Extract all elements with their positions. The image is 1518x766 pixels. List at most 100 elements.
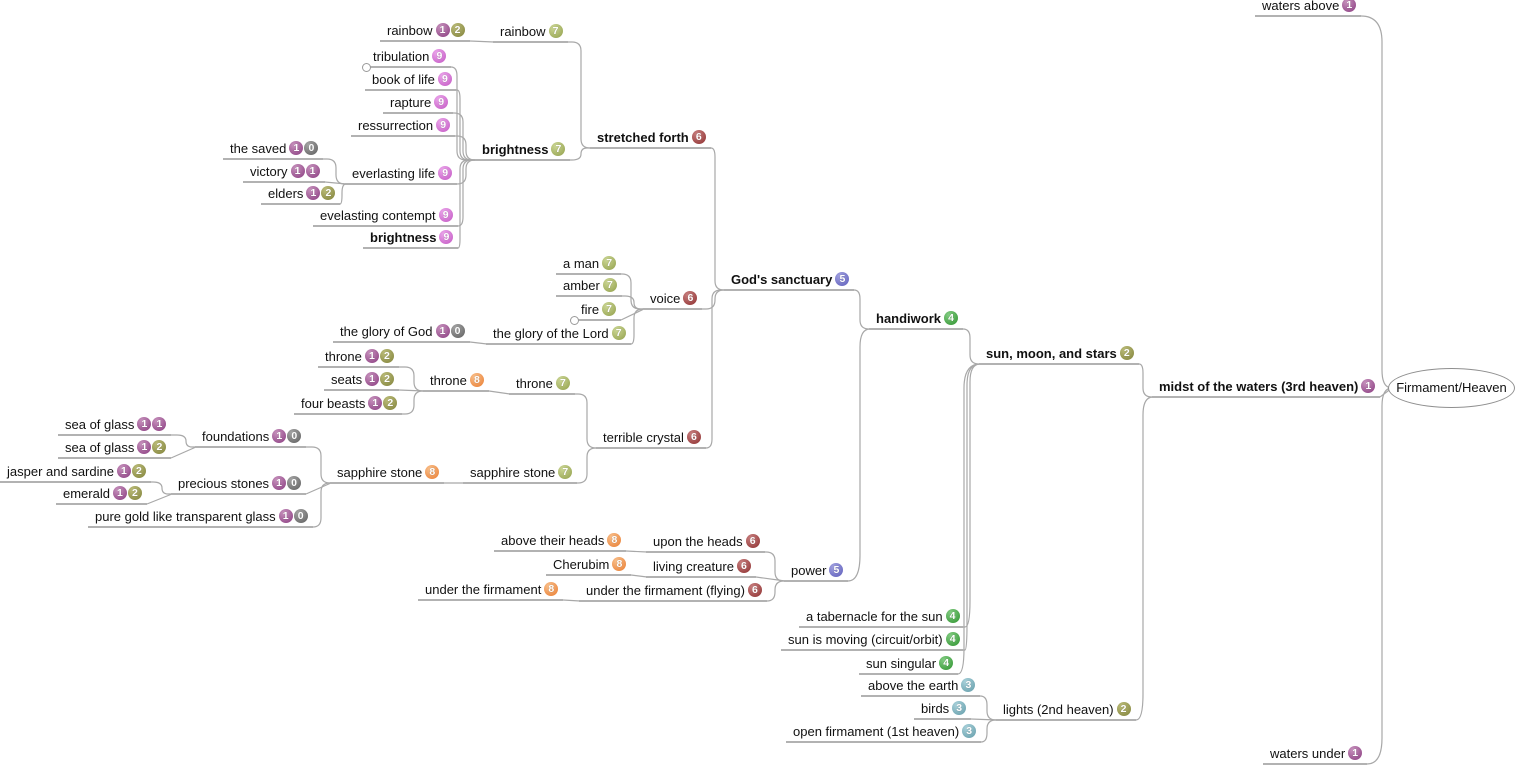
node-lights-2nd[interactable]: lights (2nd heaven)2 xyxy=(996,701,1136,721)
fold-handle[interactable] xyxy=(362,63,371,72)
priority-badge-2: 2 xyxy=(1116,702,1131,717)
node-label: a tabernacle for the sun xyxy=(806,609,943,624)
priority-badge-3: 3 xyxy=(952,701,967,716)
priority-badge-9: 9 xyxy=(438,166,453,181)
priority-badge-1: 1 xyxy=(365,372,380,387)
node-under-firmament-flying[interactable]: under the firmament (flying)6 xyxy=(579,582,767,602)
edge-pure-gold-to-sapphire-stone-8 xyxy=(312,482,331,528)
edge-above-their-heads-to-upon-the-heads xyxy=(625,550,648,553)
edge-sapphire-stone-7-to-terrible-crystal xyxy=(577,447,597,484)
node-midst-waters[interactable]: midst of the waters (3rd heaven)1 xyxy=(1152,378,1381,398)
node-sun-moving[interactable]: sun is moving (circuit/orbit)4 xyxy=(781,631,965,651)
node-label: the glory of the Lord xyxy=(493,326,609,341)
node-label: waters under xyxy=(1270,746,1346,761)
priority-badge-1: 1 xyxy=(306,186,321,201)
fold-handle[interactable] xyxy=(570,316,579,325)
edge-brightness-9-to-brightness-7 xyxy=(457,159,476,249)
node-label: precious stones xyxy=(178,476,270,491)
priority-badge-1: 1 xyxy=(435,23,450,38)
edge-upon-the-heads-to-power xyxy=(765,551,785,582)
edge-sea-of-glass-11-to-foundations xyxy=(171,434,196,448)
priority-badge-2: 2 xyxy=(1119,346,1134,361)
node-label: throne xyxy=(430,373,467,388)
priority-badge-1: 1 xyxy=(272,429,287,444)
node-label: emerald xyxy=(63,486,110,501)
node-label: waters above xyxy=(1262,0,1340,13)
priority-badge-1: 1 xyxy=(1342,0,1357,13)
edge-terrible-crystal-to-gods-sanctuary xyxy=(705,289,725,449)
node-label: rainbow xyxy=(387,23,433,38)
edge-sun-singular-to-sun-moon-stars xyxy=(957,363,981,675)
priority-badge-3: 3 xyxy=(961,678,976,693)
node-label: book of life xyxy=(372,72,435,87)
edge-foundations-to-sapphire-stone-8 xyxy=(306,446,331,484)
priority-badge-7: 7 xyxy=(551,142,566,157)
priority-badge-1: 1 xyxy=(112,486,127,501)
edge-tabernacle-to-sun-moon-stars xyxy=(964,363,981,628)
node-label: amber xyxy=(563,278,600,293)
priority-badge-0: 0 xyxy=(287,429,302,444)
priority-badge-9: 9 xyxy=(434,95,449,110)
edge-waters-under-to-root xyxy=(1366,387,1393,765)
node-open-firmament[interactable]: open firmament (1st heaven)3 xyxy=(786,723,982,743)
node-label: victory xyxy=(250,164,288,179)
priority-badge-2: 2 xyxy=(450,23,465,38)
priority-badge-2: 2 xyxy=(127,486,142,501)
priority-badge-1: 1 xyxy=(1361,379,1376,394)
priority-badge-7: 7 xyxy=(611,326,626,341)
root-node[interactable]: Firmament/Heaven xyxy=(1388,368,1515,408)
node-label: brightness xyxy=(482,142,549,157)
